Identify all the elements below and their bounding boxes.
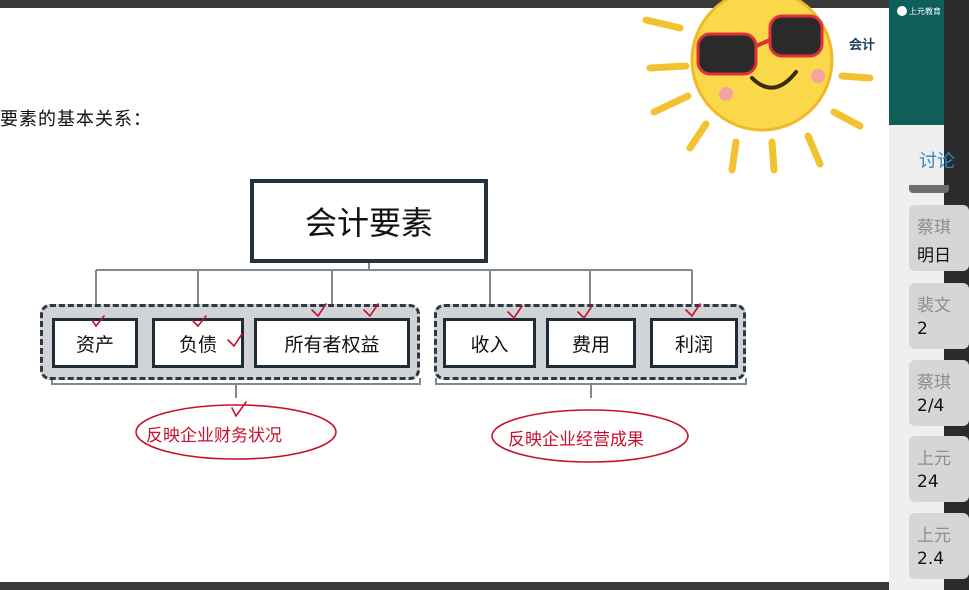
chat-message-name: 蔡琪 <box>917 218 951 238</box>
chat-message[interactable]: 蔡琪 明日 <box>909 205 969 271</box>
chat-message[interactable]: 上元 24 <box>909 436 969 502</box>
chat-scroll-indicator <box>909 185 949 193</box>
logo-text: 上元教育 <box>909 7 941 16</box>
chat-message[interactable]: 蔡琪 2/4 <box>909 360 969 426</box>
element-box-revenue: 收入 <box>443 318 536 368</box>
logo-icon <box>897 6 907 16</box>
chat-message-text: 2/4 <box>917 396 945 416</box>
chat-message-text: 2 <box>917 319 928 339</box>
chat-message[interactable]: 裴文 2 <box>909 283 969 349</box>
chat-panel: 上元教育 讨论 蔡琪 明日 裴文 2 蔡琪 2/4 上元 24 上元 2.4 <box>889 0 969 590</box>
side-label: 会计 <box>849 38 876 53</box>
handwritten-annotations <box>91 303 701 463</box>
element-box-profit: 利润 <box>650 318 738 368</box>
chat-message-text: 24 <box>917 472 939 492</box>
chat-message-name: 上元 <box>917 526 951 546</box>
chat-message-name: 上元 <box>917 449 951 469</box>
annotation-operating-results: 反映企业经营成果 <box>508 430 644 450</box>
chat-message-name: 裴文 <box>917 296 951 316</box>
chat-message-text: 2.4 <box>917 549 945 569</box>
chat-message-name: 蔡琪 <box>917 373 951 393</box>
logo-strip: 上元教育 <box>889 0 944 125</box>
chat-message[interactable]: 上元 2.4 <box>909 513 969 579</box>
slide-heading: 要素的基本关系： <box>0 109 152 130</box>
element-box-expenses: 费用 <box>546 318 636 368</box>
chat-panel-title[interactable]: 讨论 <box>919 151 955 172</box>
annotation-financial-position: 反映企业财务状况 <box>146 426 282 446</box>
root-box-accounting-elements: 会计要素 <box>250 179 488 263</box>
bottom-bar <box>0 582 889 590</box>
slide: 要素的基本关系： 会计要素 会计 资产 负债 所有者权益 收入 费用 利润 <box>0 0 889 582</box>
element-box-assets: 资产 <box>52 318 138 368</box>
chat-message-text: 明日 <box>917 246 951 266</box>
top-bar <box>0 0 944 8</box>
sun-sticker-icon <box>642 0 874 174</box>
element-box-owners-equity: 所有者权益 <box>254 318 410 368</box>
connector-lines <box>51 255 747 398</box>
